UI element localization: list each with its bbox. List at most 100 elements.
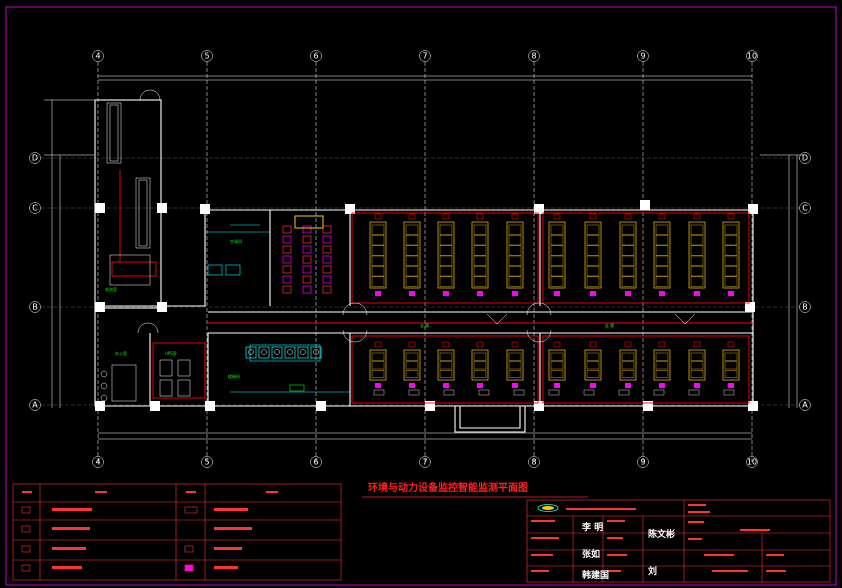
glass-partitions [205, 224, 350, 393]
monitor-device [302, 235, 312, 244]
rack-unit [508, 255, 522, 266]
rack-unit [405, 266, 419, 277]
sensor-point [625, 383, 631, 388]
rack-unit [586, 224, 600, 235]
ups-indicator [287, 349, 293, 355]
monitor-device [322, 275, 332, 284]
sensor [589, 341, 597, 348]
rack-unit [439, 276, 453, 287]
rack-unit [439, 235, 453, 246]
ups-indicator [313, 349, 319, 355]
grid-label-col-4: 4 [95, 458, 100, 467]
rack-unit [655, 266, 669, 277]
grid-label-col-8: 8 [531, 52, 536, 61]
grid-label-row-D: D [802, 154, 808, 163]
sensor-point [554, 383, 560, 388]
rack-unit [621, 370, 635, 378]
rack-unit [508, 361, 522, 370]
rack-unit [473, 245, 487, 256]
rack-unit [621, 224, 635, 235]
sensor [624, 213, 632, 220]
rack-unit [724, 224, 738, 235]
ups-cabinet [297, 346, 309, 359]
rack-column [403, 221, 421, 289]
battery-shelves [106, 102, 151, 286]
rack-unit [508, 235, 522, 246]
rack-unit [586, 245, 600, 256]
rack-column [369, 221, 387, 289]
grid-bubble-row-C [799, 202, 811, 214]
rack-unit [690, 255, 704, 266]
rack-unit [550, 255, 564, 266]
monitor-device [282, 235, 292, 244]
rack-unit [586, 276, 600, 287]
rack-unit [724, 266, 738, 277]
grid-bubble-col-6 [310, 456, 322, 468]
rack-unit [439, 245, 453, 256]
grid-bubble-row-A [29, 399, 41, 411]
rack-unit [655, 276, 669, 287]
ups-cabinet [271, 346, 283, 359]
rack-unit [473, 276, 487, 287]
rack-unit [724, 276, 738, 287]
rack-unit [405, 224, 419, 235]
rack-unit [724, 255, 738, 266]
sensor [693, 341, 701, 348]
monitor-device [282, 285, 292, 294]
grid-bubble-row-A [799, 399, 811, 411]
grid-label-row-B: B [802, 303, 808, 312]
monitor-device [282, 265, 292, 274]
wall-sensor [583, 389, 595, 396]
sensor-point [477, 291, 483, 296]
rack-column [403, 349, 421, 381]
rack-unit [655, 245, 669, 256]
sensor-point [409, 383, 415, 388]
structural-columns [95, 200, 758, 411]
grid-label-col-5: 5 [204, 52, 209, 61]
rack-column [584, 221, 602, 289]
rack-unit [621, 276, 635, 287]
grid-bubble-col-9 [637, 456, 649, 468]
title-block-text-marks [531, 504, 786, 572]
grid-bubble-col-5 [201, 50, 213, 62]
dimension-lines [44, 75, 805, 440]
rack-column [653, 349, 671, 381]
grid-bubble-col-5 [201, 456, 213, 468]
rack-column [722, 221, 740, 289]
grid-bubble-col-4 [92, 50, 104, 62]
rack-unit [371, 370, 385, 378]
rack-unit [371, 224, 385, 235]
sensor [476, 341, 484, 348]
drawing-title: 环境与动力设备监控智能监测平面图 [368, 481, 528, 494]
grid-label-row-A: A [32, 401, 38, 410]
sensor [442, 341, 450, 348]
legend-row-marks [22, 491, 278, 569]
rack-unit [508, 245, 522, 256]
rack-unit [473, 352, 487, 361]
ups-cabinet [258, 346, 270, 359]
monitoring-cable-runs [111, 170, 753, 404]
column-7 [640, 200, 650, 210]
column-16 [748, 401, 758, 411]
room-label-ups: UPS室 [165, 350, 177, 356]
room-label-corridor-left: 走 廊 [420, 322, 429, 328]
rack-column [548, 349, 566, 381]
wall-sensor [478, 389, 490, 396]
rack-unit [550, 245, 564, 256]
outer-frame [5, 6, 837, 586]
ups-indicator [261, 349, 267, 355]
rack-unit [473, 370, 487, 378]
room-label-stair: 楼梯间 [228, 373, 240, 379]
column-2 [95, 302, 105, 312]
rack-unit [724, 352, 738, 361]
sensor [374, 213, 382, 220]
sensor-point [443, 291, 449, 296]
rack-unit [439, 370, 453, 378]
ups-cabinets [245, 346, 322, 392]
power-distribution-box [289, 384, 305, 392]
sensor [693, 213, 701, 220]
sensor-point [694, 291, 700, 296]
room-labels: 办公室 UPS室 空调间 电池室 走 廊 走 廊 楼梯间 [105, 238, 614, 379]
rack-unit [655, 224, 669, 235]
